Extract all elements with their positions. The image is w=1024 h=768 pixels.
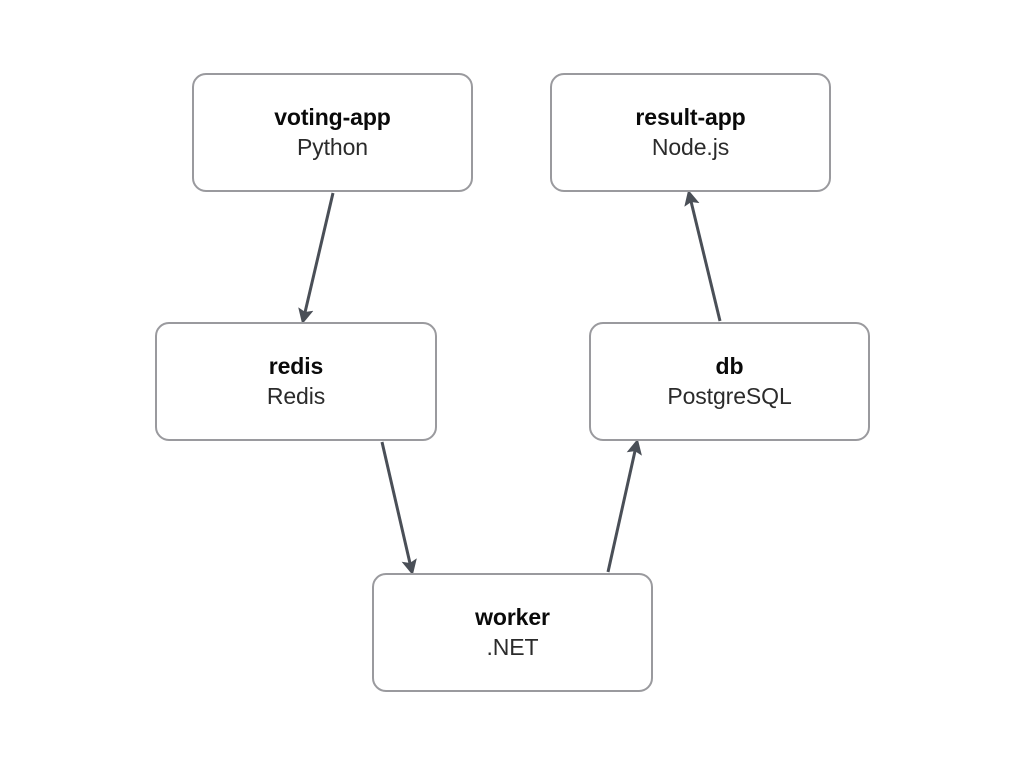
- node-worker[interactable]: worker.NET: [372, 573, 653, 692]
- node-name: result-app: [635, 104, 746, 131]
- node-name: db: [715, 353, 744, 380]
- node-tech-label: Python: [296, 133, 368, 160]
- node-name: redis: [268, 353, 324, 380]
- edge-worker-to-db: [606, 438, 642, 573]
- node-tech-label: Redis: [266, 382, 326, 409]
- node-tech-label: .NET: [486, 633, 539, 660]
- edge-db-to-result-app: [684, 189, 722, 322]
- edge-redis-to-worker: [380, 441, 417, 576]
- node-tech-label: PostgreSQL: [667, 382, 792, 409]
- node-name: voting-app: [274, 104, 391, 131]
- node-tech-label: Node.js: [651, 133, 730, 160]
- node-name: worker: [475, 604, 550, 631]
- edge-voting-app-to-redis: [298, 192, 335, 325]
